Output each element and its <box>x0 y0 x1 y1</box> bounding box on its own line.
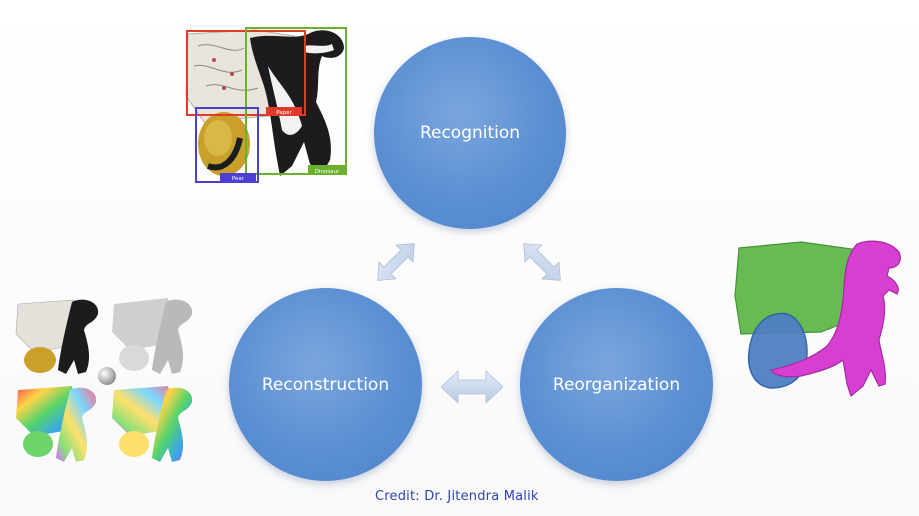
reconstruction-label: Reconstruction <box>261 374 390 395</box>
recognition-detection-image: Paper Dinosaur Pear <box>185 27 347 183</box>
pear-tag: Pear <box>232 176 245 182</box>
double-arrow-recognition-reorganization-icon <box>523 243 561 281</box>
reorganization-label: Reorganization <box>552 374 681 395</box>
paper-tag: Paper <box>276 110 292 116</box>
double-arrow-recognition-reconstruction-icon <box>377 243 415 281</box>
double-arrow-reconstruction-reorganization-icon <box>440 370 504 404</box>
reconstruction-node: Reconstruction <box>229 288 422 481</box>
credit-text: Credit: Dr. Jitendra Malik <box>375 489 539 504</box>
reorganization-segmentation-image <box>734 240 901 398</box>
recognition-node: Recognition <box>374 37 566 229</box>
reorganization-node: Reorganization <box>520 288 713 481</box>
recognition-label: Recognition <box>419 123 521 143</box>
dinosaur-tag: Dinosaur <box>315 169 340 175</box>
reconstruction-image-grid <box>15 298 193 462</box>
